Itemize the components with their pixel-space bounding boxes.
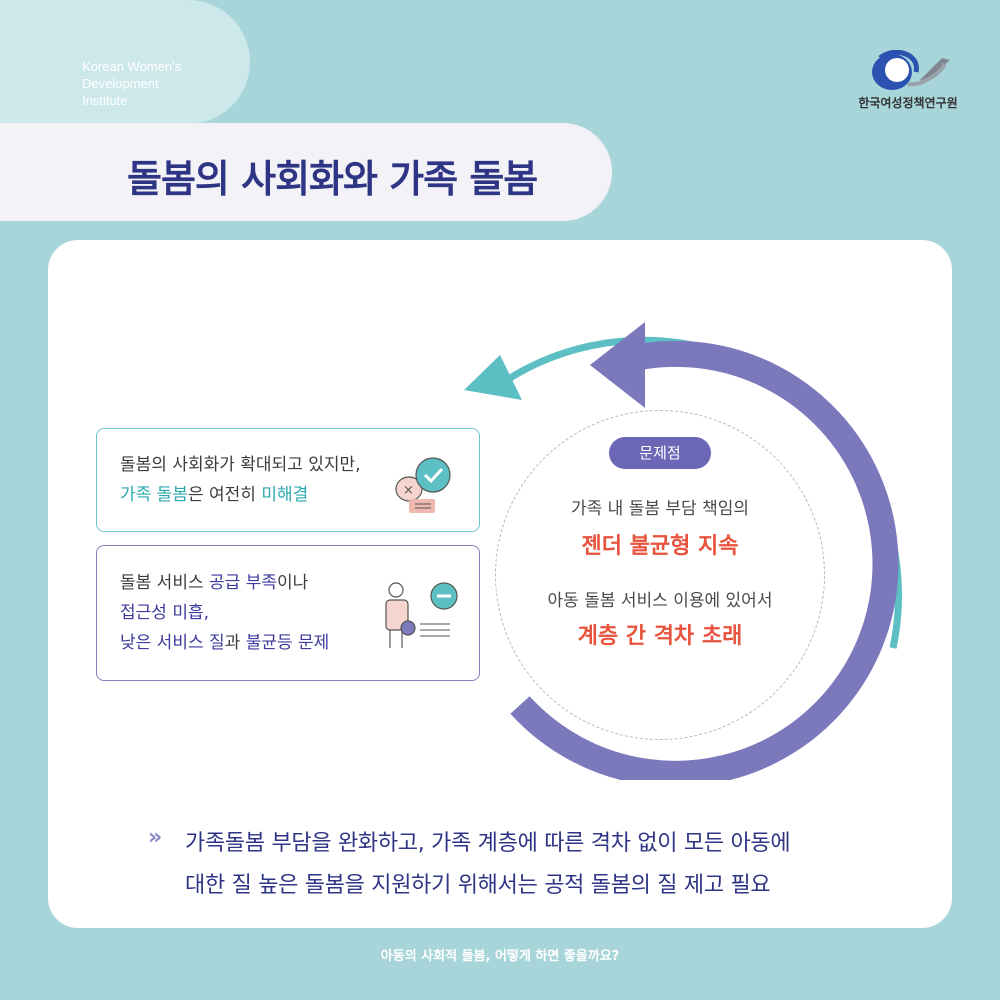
purple-cycle-arrow	[510, 340, 899, 780]
box2-line1-highlight: 공급 부족	[209, 573, 277, 593]
title-banner	[0, 123, 612, 221]
purple-arrow-head	[590, 322, 645, 408]
box1-highlight: 가족 돌봄	[120, 485, 188, 505]
conclusion-line1: 가족돌봄 부담을 완화하고, 가족 계층에 따른 격차 없이 모든 아동에	[185, 831, 791, 856]
box1-line1: 돌봄의 사회화가 확대되고 있지만,	[120, 455, 361, 475]
conclusion-marker: »	[148, 825, 162, 850]
conclusion-line2: 대한 질 높은 돌봄을 지원하기 위해서는 공적 돌봄의 질 제고 필요	[185, 873, 771, 898]
box2-line3-highlight: 낮은 서비스 질	[120, 633, 225, 653]
box2-line3-end: 불균등 문제	[245, 633, 330, 653]
person-search-icon	[385, 582, 458, 648]
kwdi-logo	[872, 50, 950, 90]
problem-item2-emphasis: 계층 간 격차 초래	[577, 624, 743, 649]
institute-tab	[0, 0, 250, 124]
logo-text: 한국여성정책연구원	[858, 96, 958, 110]
speech-bubble-check-icon: ×	[395, 457, 451, 513]
box2-line1: 돌봄 서비스 공급 부족이나	[120, 568, 308, 598]
cycle-arrows	[464, 322, 903, 780]
box1-middle: 은 여전히	[187, 485, 262, 505]
problem-item1-intro: 가족 내 돌봄 부담 책임의	[570, 499, 749, 519]
teal-arrow-head	[464, 355, 522, 400]
box1-end: 미해결	[261, 485, 309, 505]
box2-line3-middle: 과	[224, 633, 246, 653]
problem-item2-intro: 아동 돌봄 서비스 이용에 있어서	[547, 591, 773, 611]
institute-name: Korean Women's Development Institute	[82, 59, 182, 108]
svg-text:×: ×	[403, 483, 414, 498]
problem-circle	[495, 410, 825, 740]
service-shortage-box	[96, 545, 480, 681]
footer-caption: 아동의 사회적 돌봄, 어떻게 하면 좋을까요?	[380, 949, 620, 964]
problem-item1-emphasis: 젠더 불균형 지속	[581, 534, 739, 559]
box1-line2: 가족 돌봄은 여전히 미해결	[120, 480, 308, 510]
page-title: 돌봄의 사회화와 가족 돌봄	[127, 157, 538, 201]
box2-line1-end: 이나	[276, 573, 309, 593]
problem-badge: 문제점	[609, 437, 711, 469]
box2-line3: 낮은 서비스 질과 불균등 문제	[120, 628, 329, 658]
box2-line2: 접근성 미흡,	[120, 603, 210, 623]
box2-line1-start: 돌봄 서비스	[120, 573, 210, 593]
